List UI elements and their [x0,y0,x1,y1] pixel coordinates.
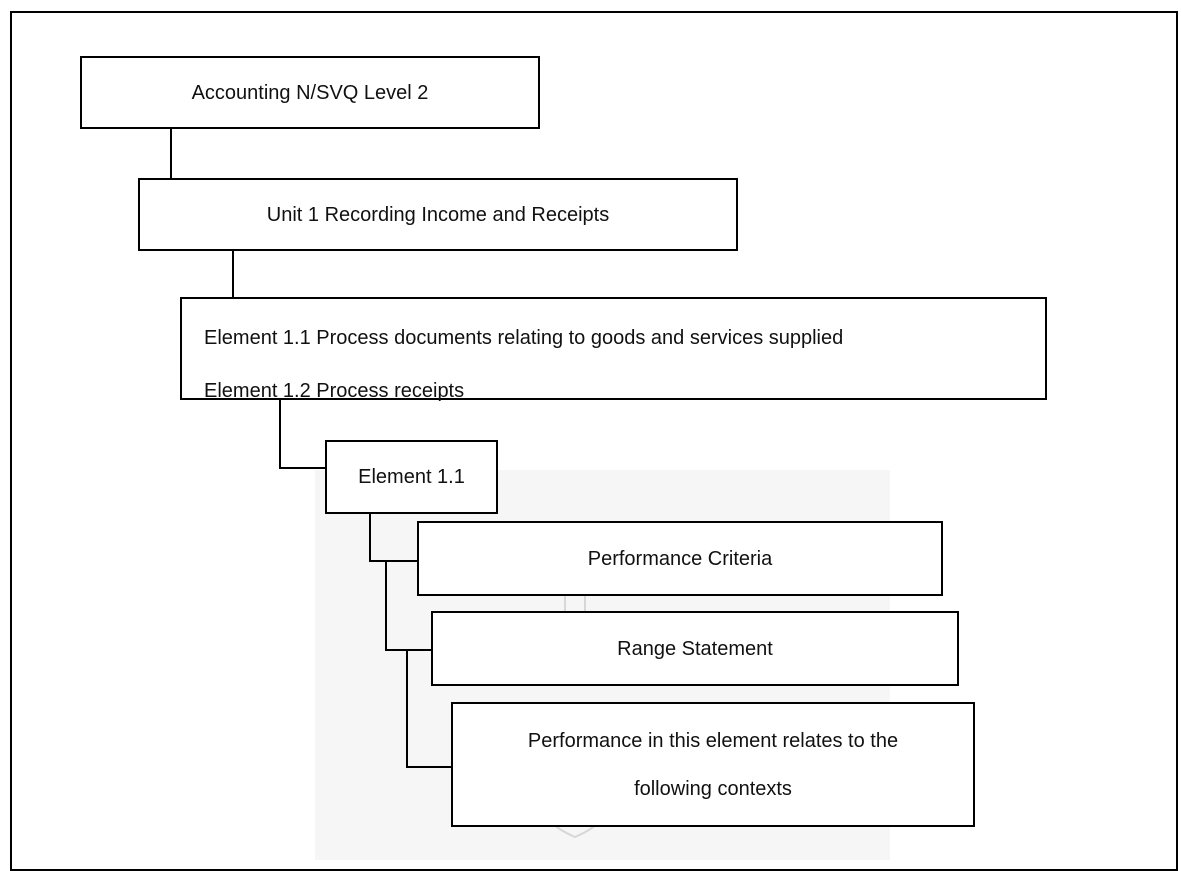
connector-unit-elements [232,250,234,298]
connector-root-unit [170,129,172,180]
unit-node-label: Unit 1 Recording Income and Receipts [266,203,610,226]
elements-node: Element 1.1 Process documents relating t… [180,297,1047,402]
connector-range-v [385,562,387,650]
contexts-node: Performance in this element relates to t… [451,702,975,827]
element-node-label: Element 1.1 [358,466,465,488]
performance-criteria-node: Performance Criteria [417,521,943,596]
connector-element-criteria-h [369,560,419,562]
connector-range-h [385,649,433,651]
connector-elements-element-v [279,399,281,468]
range-statement-label: Range Statement [617,637,773,660]
contexts-label-line-1: Performance in this element relates to t… [527,729,899,752]
performance-criteria-label: Performance Criteria [587,547,773,570]
contexts-label-line-2: following contexts [634,777,792,800]
element-1-2-line: Element 1.2 Process receipts [204,380,465,402]
connector-element-criteria-v [369,513,371,562]
connector-contexts-v [406,650,408,767]
unit-node: Unit 1 Recording Income and Receipts [138,178,738,251]
connector-elements-element-h [279,467,325,469]
root-node: Accounting N/SVQ Level 2 [80,56,540,129]
range-statement-node: Range Statement [431,611,959,686]
root-node-label: Accounting N/SVQ Level 2 [191,81,429,104]
connector-contexts-h [406,766,454,768]
element-1-1-line: Element 1.1 Process documents relating t… [204,327,844,349]
element-node: Element 1.1 [325,440,498,514]
